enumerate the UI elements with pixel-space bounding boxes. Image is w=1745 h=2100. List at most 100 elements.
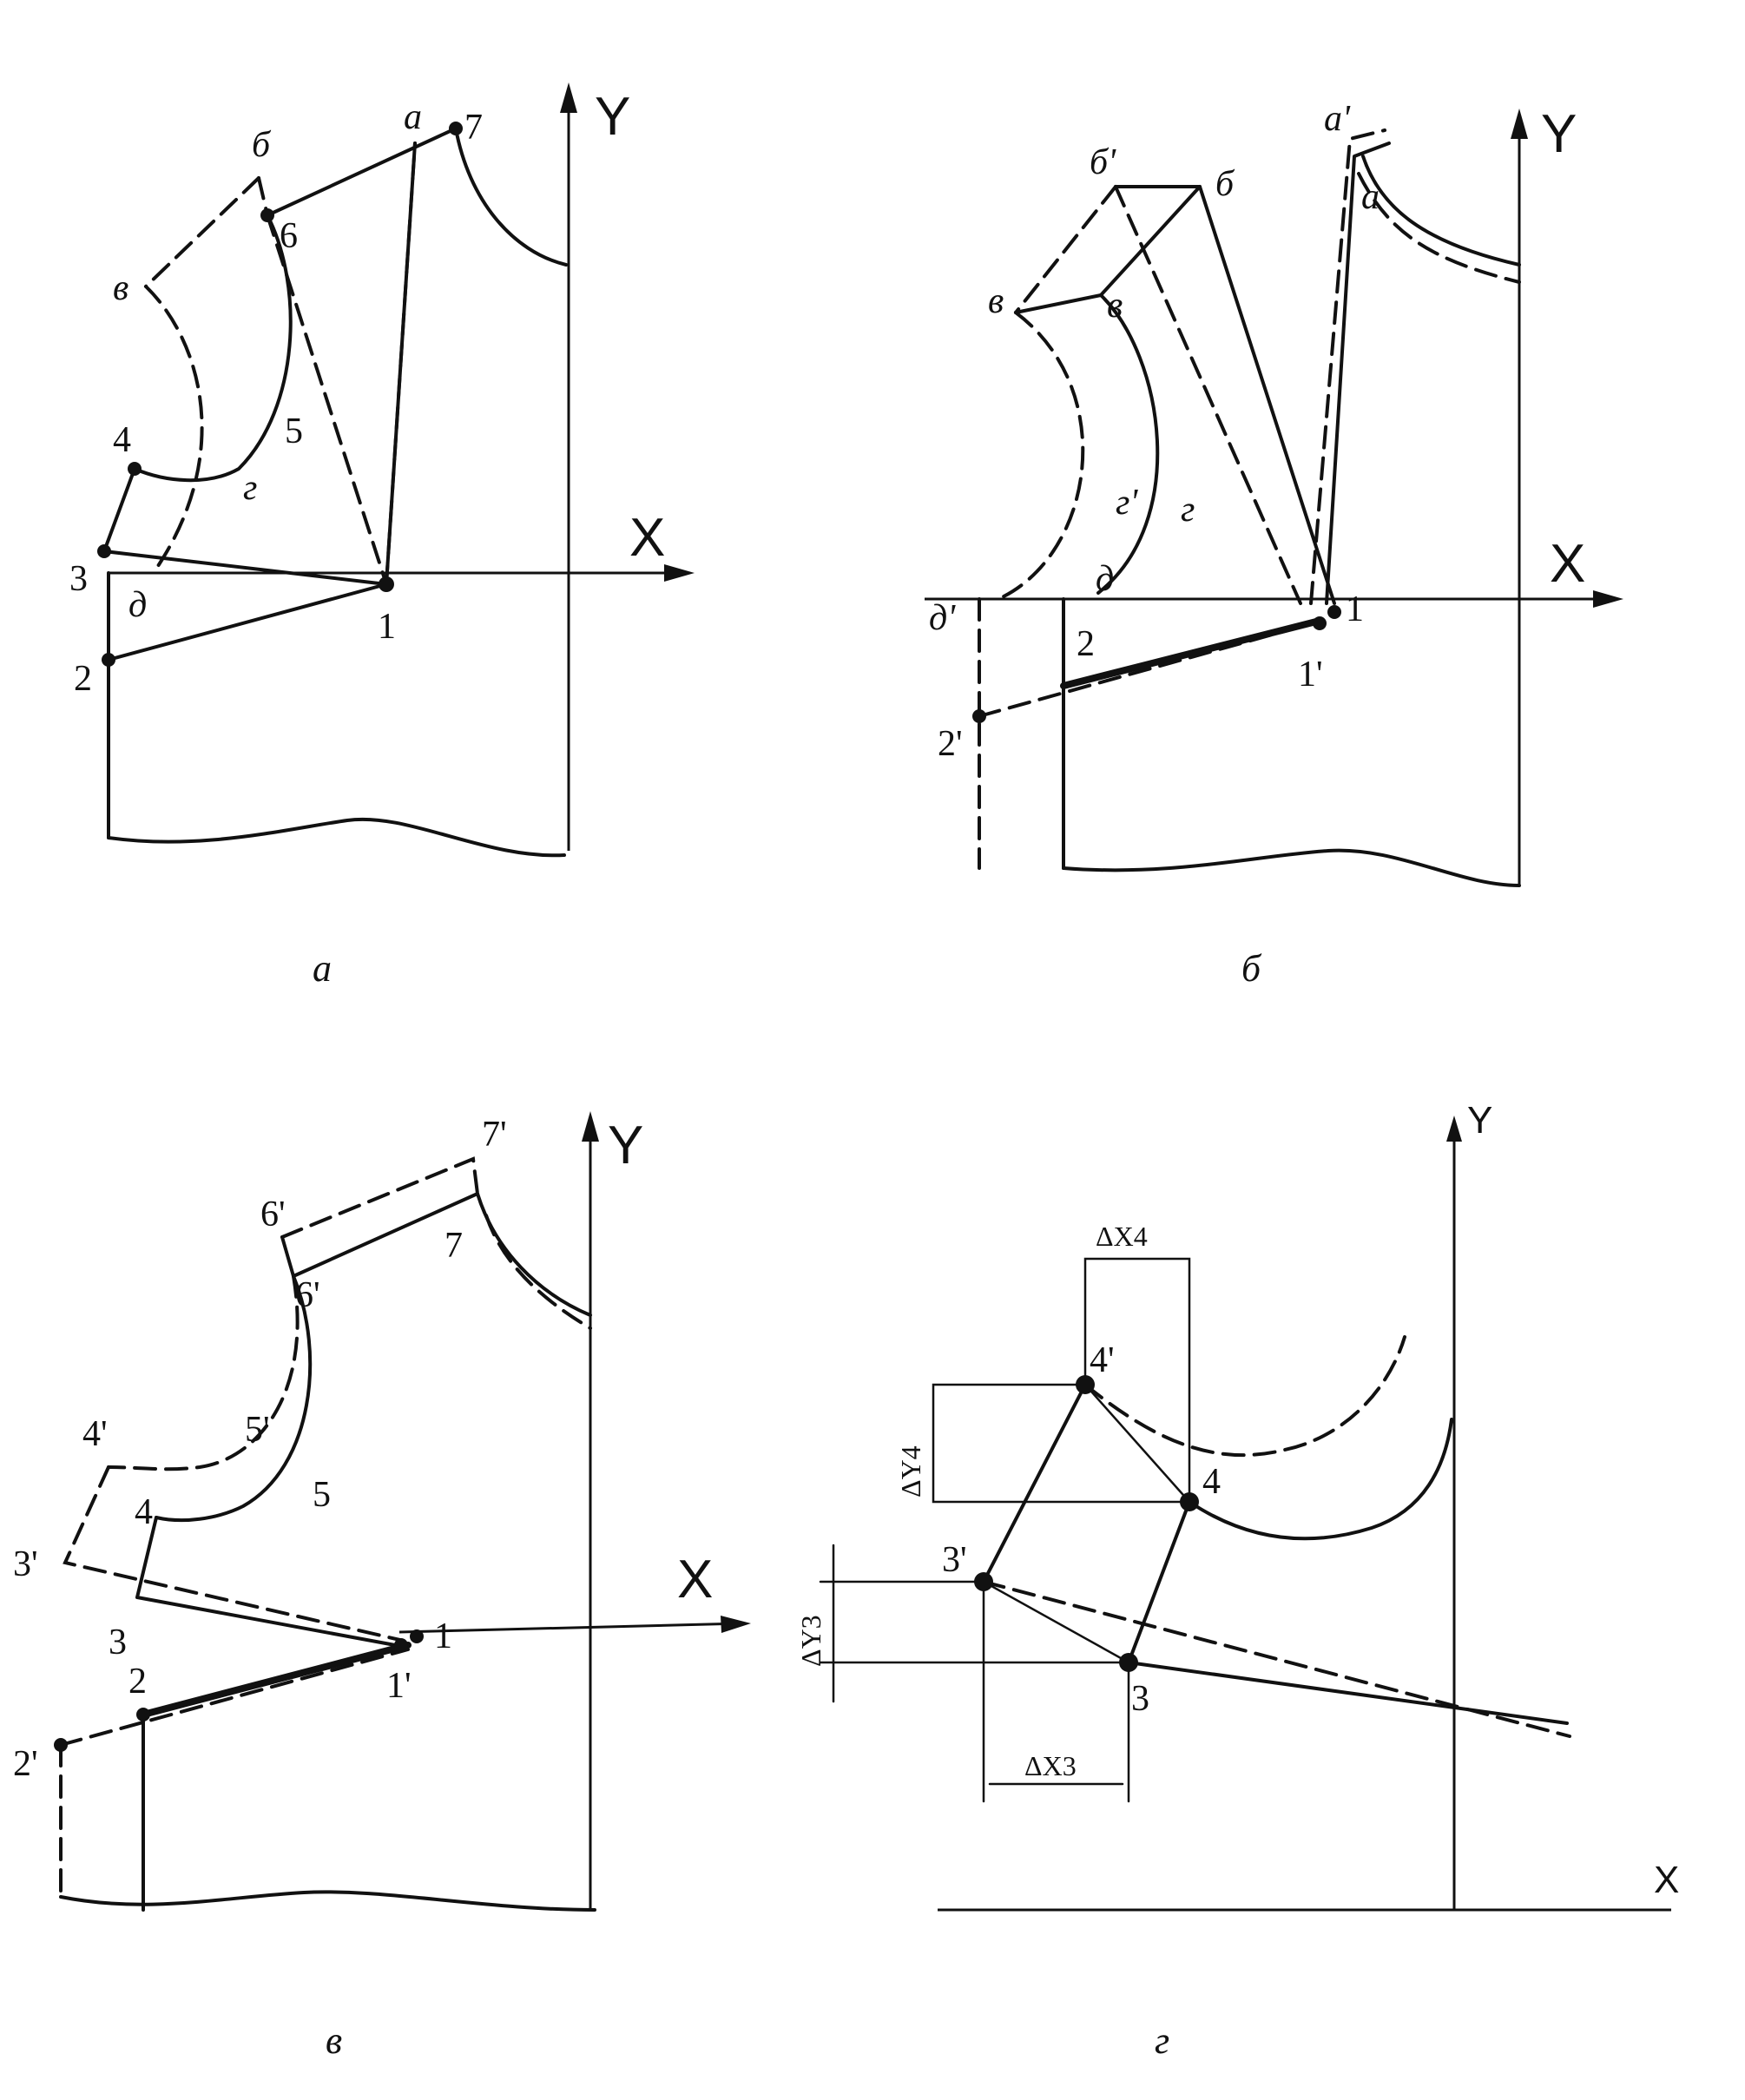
panel-b-label-2p: 2': [938, 724, 963, 764]
panel-b-label-ap: а': [1324, 99, 1351, 139]
panel-g-y-label: Y: [1467, 1099, 1492, 1142]
panel-v-dash-2-1: [59, 1648, 410, 1747]
panel-g-dim-dx4: ΔX4: [1096, 1221, 1148, 1252]
panel-b-x-arrow: [1593, 590, 1623, 608]
panel-g-point-3: [1119, 1653, 1138, 1672]
panel-v-label-3: 3: [109, 1623, 127, 1662]
panel-b-y-arrow: [1511, 109, 1528, 139]
panel-a-armhole: [133, 214, 293, 483]
panel-b-dash-shoulder: [1309, 128, 1386, 605]
panel-b-label-b: б: [1215, 164, 1235, 204]
panel-g-dim-dy3: ΔY3: [795, 1615, 826, 1667]
panel-g-dx4-box: [1083, 1257, 1191, 1504]
panel-b-label-1p: 1': [1298, 655, 1323, 695]
panel-v-shoulder: [292, 1192, 479, 1278]
panel-a-line-2-1: [107, 583, 388, 662]
panel-g-label-3: 3: [1131, 1679, 1149, 1719]
panel-a-dash-6-1: [266, 214, 388, 586]
panel-a-point-3: [97, 544, 111, 558]
panel-g-dash-3p-x: [982, 1580, 1571, 1738]
panel-b-label-gp: г': [1116, 483, 1138, 523]
panel-g-point-3p: [974, 1572, 993, 1591]
panel-v-point-2: [136, 1708, 150, 1721]
panel-v-label-1p: 1': [386, 1666, 412, 1706]
panel-a-label-d: д: [128, 585, 147, 625]
panel-g-armhole: [1188, 1418, 1453, 1541]
panel-a-point-2: [102, 653, 115, 667]
panel-g-label-4p: 4': [1090, 1340, 1115, 1380]
panel-v-label-1: 1: [434, 1616, 452, 1656]
panel-v-point-2p: [54, 1738, 68, 1752]
panel-v-label-7: 7: [444, 1226, 463, 1266]
panel-a-x-label: X: [629, 508, 665, 568]
panel-v-label-6p-top: 6': [260, 1195, 286, 1234]
panel-a-y-arrow: [560, 82, 577, 113]
panel-v-dash-neck: [484, 1214, 592, 1330]
panel-v-point-1p: [394, 1638, 408, 1652]
panel-v-label-4: 4: [135, 1492, 153, 1532]
panel-g-thin-4p-4: [1083, 1383, 1191, 1504]
panel-b-point-1: [1327, 605, 1341, 619]
panel-v-label-2p: 2': [13, 1744, 38, 1784]
panel-a-dash-1-a: [385, 142, 417, 586]
panel-a-label-6: 6: [280, 216, 298, 256]
panel-v-x-axis: [398, 1622, 743, 1634]
panel-v-label-4p: 4': [82, 1414, 108, 1454]
panel-v-bottom-edge: [59, 1890, 596, 1912]
panel-g-y-arrow: [1446, 1116, 1462, 1142]
panel-a-dash-b-v: [144, 176, 260, 288]
panel-a-neckline: [454, 127, 568, 267]
panel-a-label-b: б: [252, 125, 272, 165]
panel-b-label-g: г: [1181, 490, 1195, 530]
panel-g-quad-3-4: [1127, 1500, 1191, 1664]
panel-b-label-d: д: [1096, 559, 1114, 599]
panel-a-bottom-edge: [107, 817, 566, 858]
panel-b: Y X 1 1' 2 2' а а' б б' в в: [925, 99, 1623, 990]
panel-a-label-3: 3: [69, 559, 88, 599]
panel-b-neck: [1361, 155, 1521, 267]
panel-g-dy4-box: [932, 1383, 1191, 1504]
panel-b-shoulder-a: [1325, 142, 1391, 605]
panel-a-x-arrow: [664, 564, 695, 582]
panel-g-thin-3p-3: [982, 1580, 1130, 1664]
panel-v-label-5: 5: [313, 1475, 331, 1515]
panel-b-y-label: Y: [1541, 104, 1577, 164]
panel-a-point-4: [128, 462, 142, 476]
panel-b-b-1: [1198, 185, 1336, 605]
panel-b-label-dp: д': [929, 598, 956, 638]
panel-v-neck: [476, 1192, 592, 1317]
panel-b-dash-armhole: [997, 311, 1085, 601]
panel-b-label-v2: в: [1107, 286, 1123, 326]
panel-v-y-arrow: [582, 1111, 599, 1142]
panel-b-label-bp: б': [1090, 142, 1116, 182]
panel-g-dim-dy4: ΔY4: [895, 1445, 926, 1498]
panel-b-dash-b1: [1114, 185, 1302, 605]
panel-g-point-4: [1180, 1492, 1199, 1511]
panel-b-b-v: [1099, 185, 1202, 297]
panel-g-caption: г: [1155, 2019, 1169, 2062]
panel-b-label-2: 2: [1077, 624, 1095, 664]
panel-a-line-4-3: [102, 467, 136, 553]
panel-b-label-v: в: [988, 281, 1004, 321]
panel-a-caption: а: [313, 947, 332, 990]
panel-v-y-label: Y: [608, 1116, 643, 1175]
panel-g-x-label: X: [1654, 1859, 1679, 1901]
panel-a-label-4: 4: [113, 420, 131, 460]
panel-g-label-3p: 3': [942, 1540, 967, 1580]
panel-v: Y X 1 1' 2 2' 3 3' 4 4' 5 5' 6' 6': [13, 1111, 751, 2062]
panel-b-caption: б: [1241, 947, 1262, 990]
panel-a-label-5: 5: [285, 411, 303, 451]
panel-v-point-1: [410, 1629, 424, 1643]
panel-g-dash-armhole: [1083, 1335, 1406, 1458]
panel-v-caption: в: [326, 2019, 342, 2062]
panel-v-6-link: [280, 1235, 295, 1278]
panel-v-label-5p: 5': [245, 1410, 270, 1450]
panel-g: Y X 3 3' 4 4' ΔX4 ΔY4 ΔY3 ΔX3: [795, 1099, 1679, 2062]
panel-g-quad-3p-4p: [982, 1383, 1087, 1583]
panel-b-dash-bv: [1014, 185, 1117, 314]
panel-b-point-1p: [1313, 616, 1327, 630]
panel-b-armhole: [1096, 293, 1160, 595]
panel-v-x-label: X: [677, 1550, 713, 1610]
panel-v-dash-shoulder: [280, 1156, 479, 1239]
